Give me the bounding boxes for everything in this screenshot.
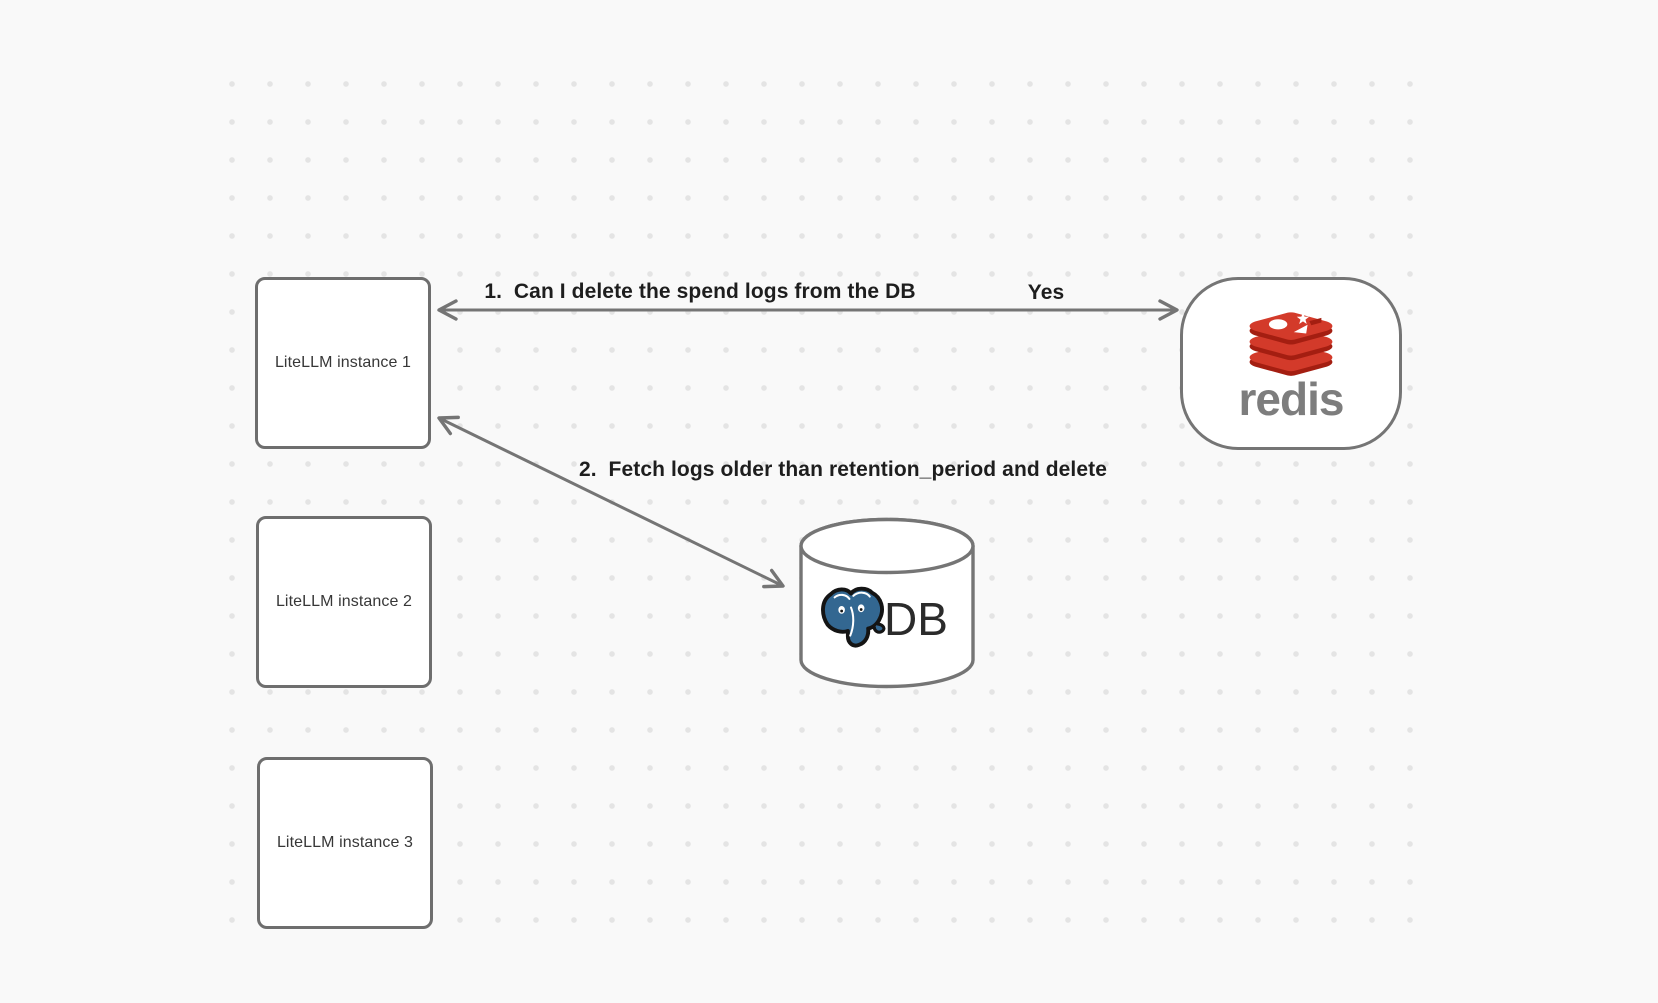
- node-label: LiteLLM instance 2: [275, 593, 413, 610]
- cylinder-shape: [799, 517, 975, 689]
- postgresql-logo-icon: [821, 586, 886, 648]
- node-litellm-instance-2[interactable]: LiteLLM instance 2: [256, 516, 432, 688]
- edge-2-label[interactable]: 2. Fetch logs older than retention_perio…: [578, 458, 1108, 481]
- node-litellm-instance-1[interactable]: LiteLLM instance 1: [255, 277, 431, 449]
- edge-1-reply-label[interactable]: Yes: [1027, 281, 1065, 304]
- node-label: LiteLLM instance 1: [274, 354, 412, 371]
- db-label: DB: [884, 593, 948, 645]
- redis-wordmark: redis: [1238, 372, 1345, 425]
- edge-1-label[interactable]: 1. Can I delete the spend logs from the …: [484, 280, 916, 303]
- node-db[interactable]: DB: [797, 516, 977, 690]
- node-litellm-instance-3[interactable]: LiteLLM instance 3: [257, 757, 433, 929]
- node-label: LiteLLM instance 3: [276, 834, 414, 851]
- node-redis[interactable]: redis: [1180, 277, 1402, 450]
- redis-logo-icon: [1249, 311, 1333, 376]
